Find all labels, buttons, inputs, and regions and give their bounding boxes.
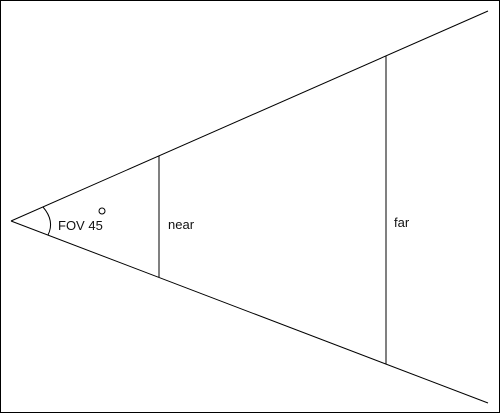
degree-symbol-icon: [98, 207, 106, 215]
fov-label: FOV 45: [58, 218, 103, 233]
far-label: far: [394, 215, 410, 230]
frustum-upper-edge: [10, 10, 489, 222]
near-label: near: [168, 217, 195, 232]
frustum-lower-edge: [10, 220, 489, 404]
fov-angle-arc: [42, 206, 52, 236]
